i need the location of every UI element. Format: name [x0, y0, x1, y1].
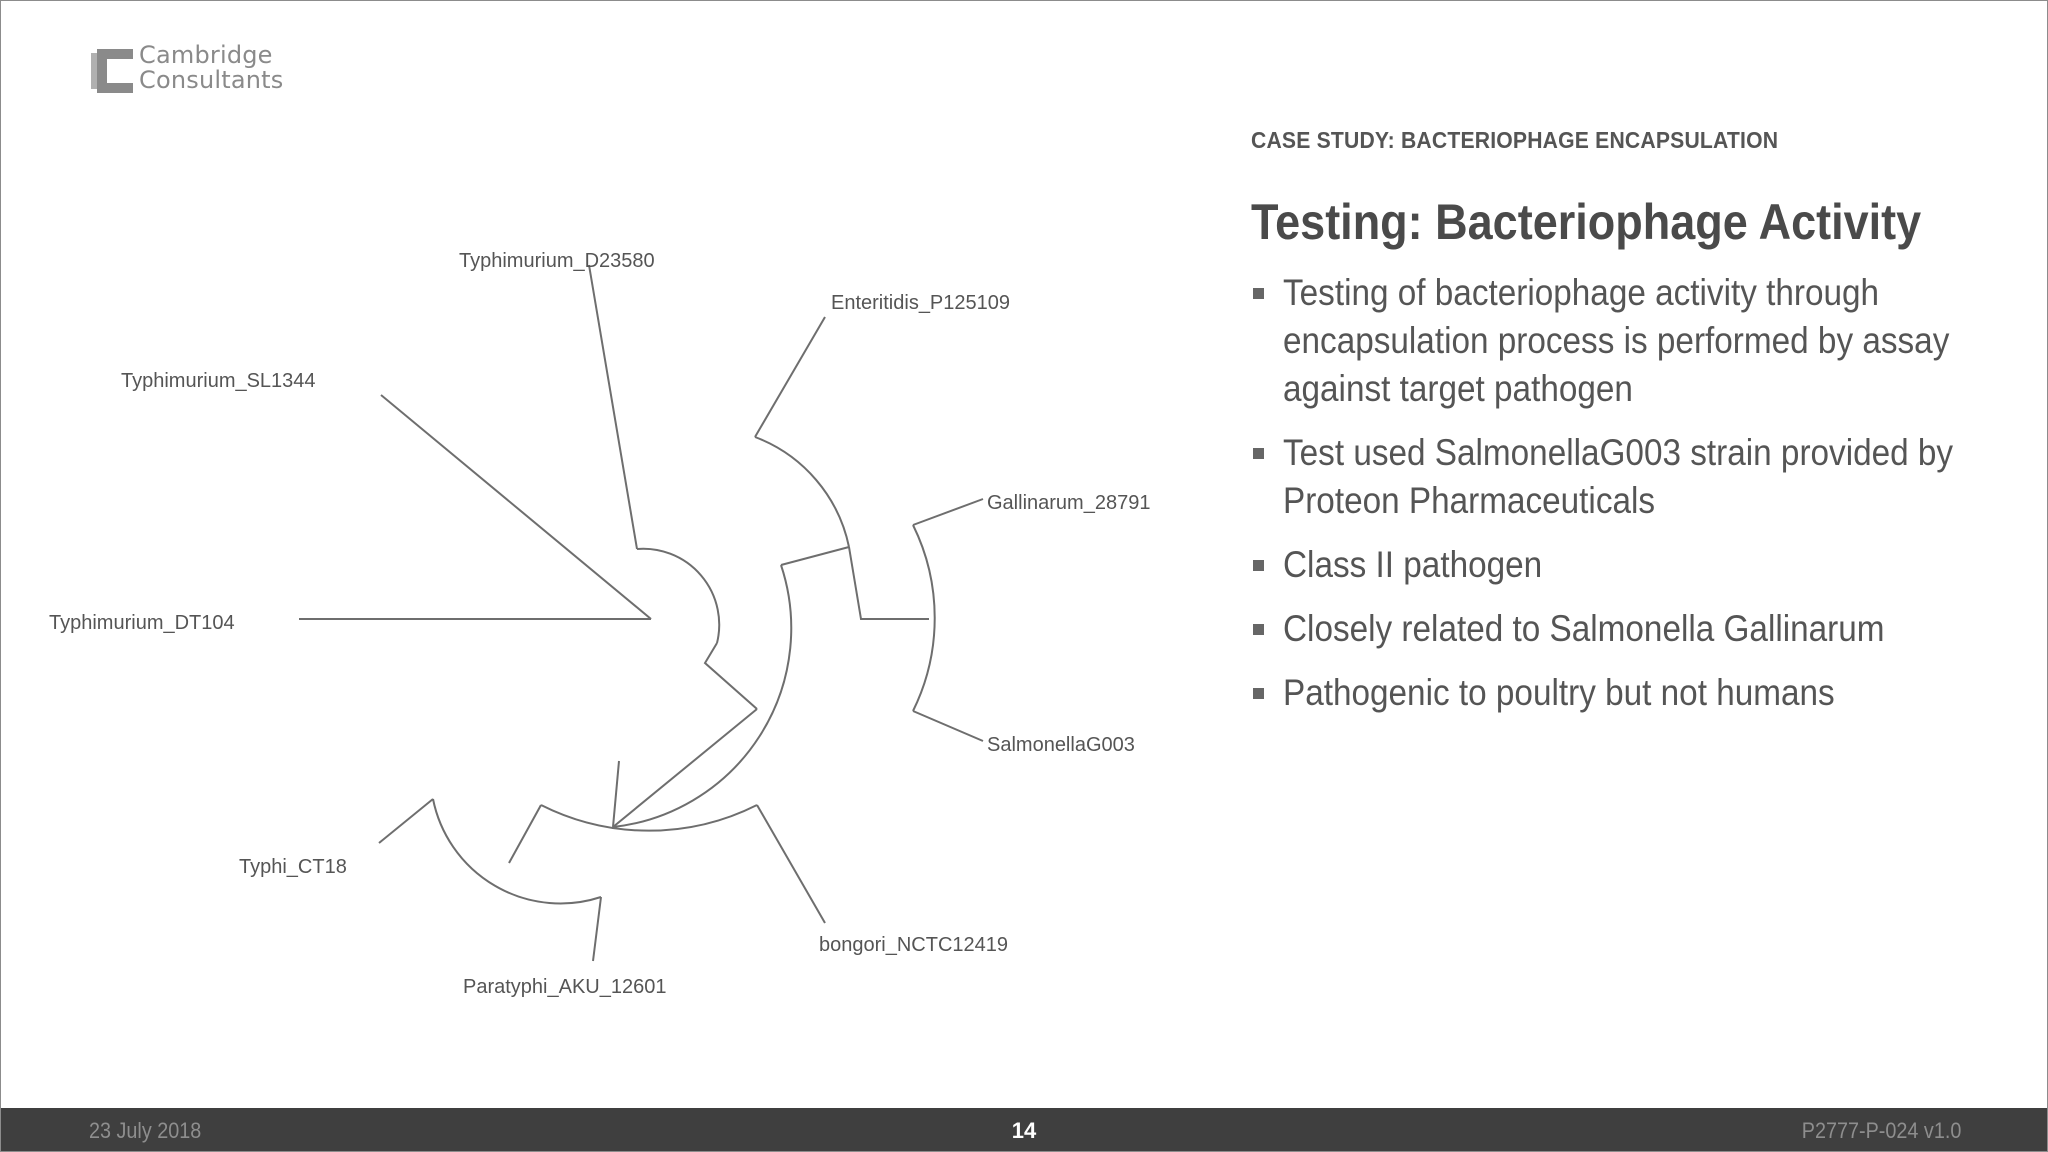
- tree-labels: Typhimurium_D23580 Enteritidis_P125109 T…: [49, 250, 1150, 998]
- branch-mid-link: [780, 546, 850, 566]
- logo-wordmark: Cambridge Consultants: [139, 43, 283, 93]
- square-bullet-icon: [1253, 288, 1264, 299]
- leaf-label: Typhi_CT18: [239, 856, 347, 878]
- branch-lower-stem: [612, 708, 758, 828]
- branch-gallinarum: [912, 498, 984, 526]
- leaf-label: SalmonellaG003: [987, 734, 1135, 756]
- bullet-list: Testing of bacteriophage activity throug…: [1251, 269, 2011, 733]
- footer-date: 23 July 2018: [89, 1118, 202, 1143]
- logo-bracket-icon: [91, 49, 133, 93]
- logo-line-2: Consultants: [139, 66, 284, 94]
- bullet-text: Pathogenic to poultry but not humans: [1283, 672, 1835, 713]
- branch-gg-stem: [848, 546, 929, 620]
- company-logo: Cambridge Consultants: [89, 43, 309, 103]
- bullet-text: Test used SalmonellaG003 strain provided…: [1283, 432, 1954, 521]
- logo-line-1: Cambridge: [139, 41, 273, 69]
- square-bullet-icon: [1253, 560, 1264, 571]
- arc-inner: [636, 547, 721, 644]
- document-reference: P2777-P-024 v1.0: [1801, 1118, 1961, 1143]
- branch-lower-mid: [612, 760, 620, 828]
- square-bullet-icon: [1253, 448, 1264, 459]
- branch-inner-link: [703, 642, 758, 710]
- branch-typhi: [378, 798, 434, 844]
- page-number: 14: [1011, 1118, 1037, 1143]
- phylogenetic-tree: Typhimurium_D23580 Enteritidis_P125109 T…: [49, 250, 1150, 998]
- bullet-text: Testing of bacteriophage activity throug…: [1283, 272, 1950, 409]
- square-bullet-icon: [1253, 624, 1264, 635]
- bullet-item: Pathogenic to poultry but not humans: [1251, 669, 2011, 717]
- leaf-label: Enteritidis_P125109: [831, 292, 1010, 314]
- branch-typhi-para-stem: [508, 804, 542, 864]
- arc-gallinarum: [912, 524, 936, 712]
- branch-g003: [912, 710, 984, 742]
- square-bullet-icon: [1253, 688, 1264, 699]
- branch-d23580: [588, 264, 638, 550]
- footer-bar: 23 July 2018 14 P2777-P-024 v1.0: [1, 1108, 2047, 1151]
- case-study-label: CASE STUDY: BACTERIOPHAGE ENCAPSULATION: [1251, 127, 1779, 153]
- branch-enteritidis: [754, 316, 826, 438]
- leaf-label: Gallinarum_28791: [987, 492, 1150, 514]
- bullet-text: Class II pathogen: [1283, 544, 1543, 585]
- arc-middle: [612, 564, 793, 828]
- branch-bongori: [756, 804, 826, 924]
- arc-lower: [540, 804, 758, 832]
- bullet-item: Class II pathogen: [1251, 541, 2011, 589]
- leaf-label: bongori_NCTC12419: [819, 934, 1008, 956]
- leaf-label: Typhimurium_D23580: [459, 250, 655, 272]
- bullet-item: Closely related to Salmonella Gallinarum: [1251, 605, 2011, 653]
- arc-enteritidis: [754, 436, 850, 548]
- leaf-label: Paratyphi_AKU_12601: [463, 976, 666, 998]
- arc-typhi-para: [432, 798, 602, 905]
- page-title: Testing: Bacteriophage Activity: [1251, 194, 1922, 250]
- bullet-item: Testing of bacteriophage activity throug…: [1251, 269, 2011, 413]
- tree-branches: [299, 264, 984, 962]
- branch-sl1344: [380, 394, 652, 620]
- bullet-text: Closely related to Salmonella Gallinarum: [1283, 608, 1885, 649]
- leaf-label: Typhimurium_SL1344: [121, 370, 316, 392]
- bullet-item: Test used SalmonellaG003 strain provided…: [1251, 429, 2011, 525]
- leaf-label: Typhimurium_DT104: [49, 612, 235, 634]
- branch-paratyphi: [592, 896, 602, 962]
